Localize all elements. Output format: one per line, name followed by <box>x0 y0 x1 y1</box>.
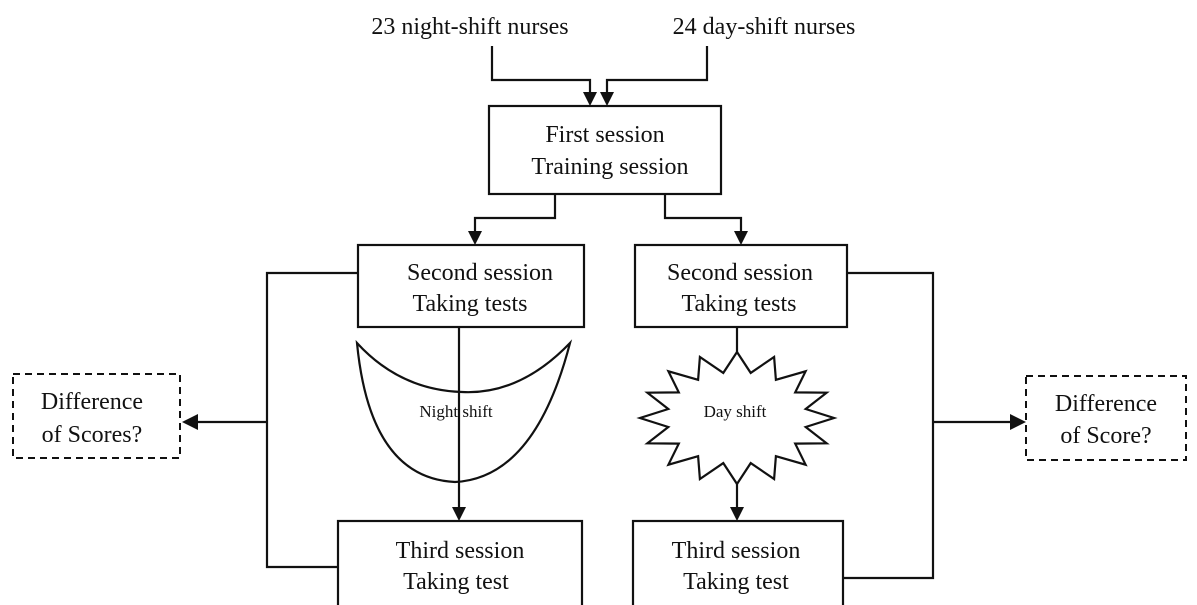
comparison-bracket-left <box>265 271 358 569</box>
arrowhead-to-outcome-left <box>182 414 198 430</box>
outcome-left-line1: Difference <box>41 389 143 415</box>
second-session-right-title: Second session <box>667 260 813 286</box>
third-session-right-title: Third session <box>672 538 801 564</box>
second-session-left-subtitle: Taking tests <box>413 291 528 317</box>
connector-first-to-second-left <box>473 194 557 233</box>
third-session-right-subtitle: Taking test <box>683 569 789 595</box>
second-session-left-title: Second session <box>407 260 553 286</box>
outcome-left-line2: of Scores? <box>42 422 143 448</box>
arrowhead-day-to-third <box>730 507 744 521</box>
third-session-left-box <box>336 519 584 605</box>
crescent-moon-icon <box>355 339 573 484</box>
day-shift-nurses-label: 24 day-shift nurses <box>673 14 856 40</box>
arrowhead-first-to-second-right <box>734 231 748 245</box>
first-session-box <box>487 104 723 196</box>
connector-day-to-first <box>605 46 709 94</box>
arrowhead-day-to-first <box>600 92 614 106</box>
outcome-left-box <box>12 373 181 459</box>
night-shift-label: Night shift <box>419 402 492 421</box>
third-session-left-title: Third session <box>396 538 525 564</box>
outcome-right-line1: Difference <box>1055 391 1157 417</box>
arrowhead-night-to-first <box>583 92 597 106</box>
comparison-bracket-right <box>843 271 935 580</box>
first-session-subtitle: Training session <box>531 154 688 180</box>
second-session-right-box <box>633 243 849 329</box>
second-session-left-box <box>356 243 586 329</box>
outcome-right-box <box>1025 375 1187 461</box>
third-session-left-subtitle: Taking test <box>403 569 509 595</box>
connector-night-to-first <box>490 46 592 94</box>
night-shift-nurses-label: 23 night-shift nurses <box>371 14 568 40</box>
connector-first-to-second-right <box>663 194 743 233</box>
day-shift-label: Day shift <box>704 402 767 421</box>
second-session-right-subtitle: Taking tests <box>682 291 797 317</box>
arrowhead-first-to-second-left <box>468 231 482 245</box>
arrowhead-to-outcome-right <box>1010 414 1026 430</box>
third-session-right-box <box>631 519 845 605</box>
first-session-title: First session <box>545 122 664 148</box>
outcome-right-line2: of Score? <box>1060 423 1151 449</box>
arrowhead-night-to-third <box>452 507 466 521</box>
